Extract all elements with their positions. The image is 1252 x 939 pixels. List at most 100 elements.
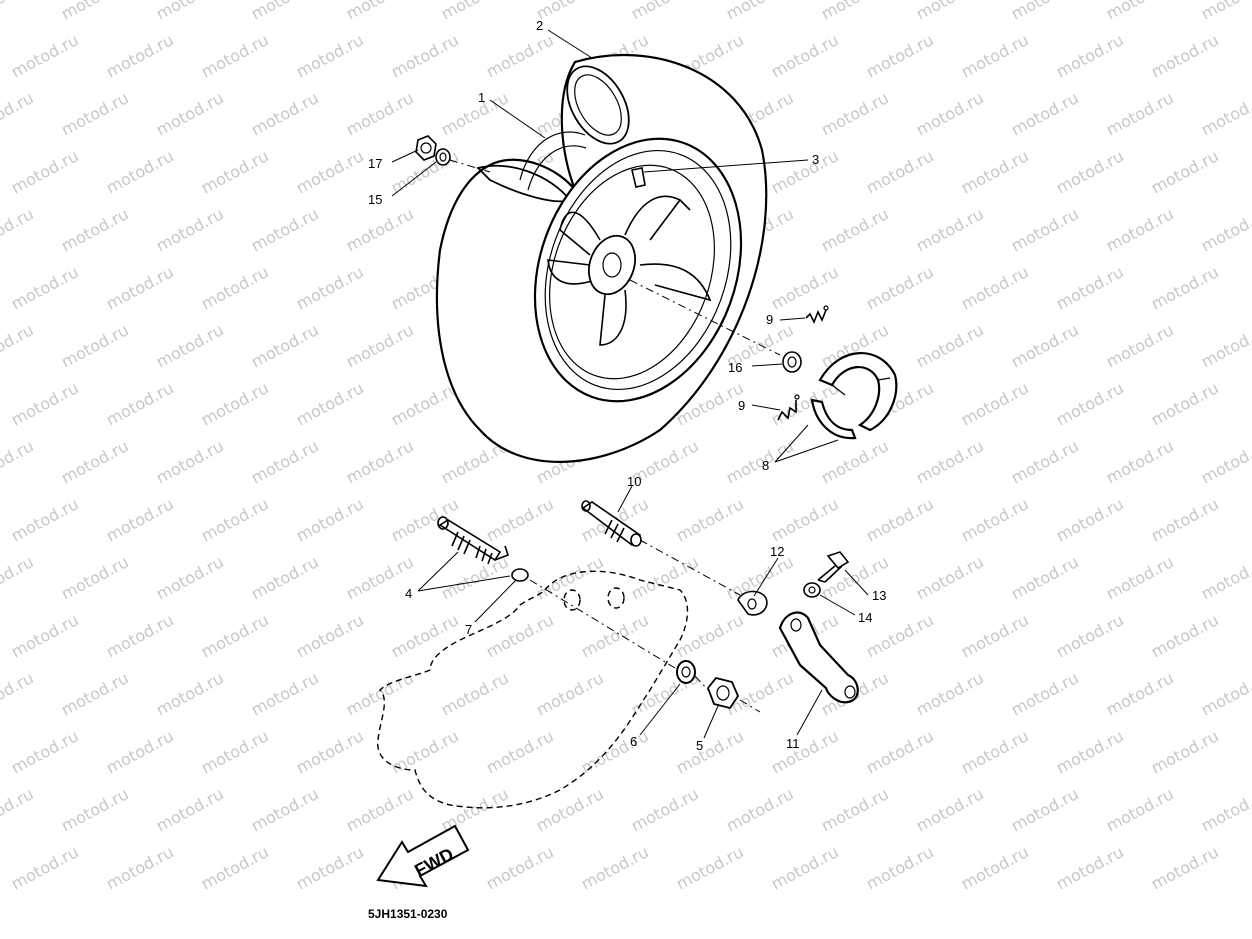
watermark-text: motod.ru xyxy=(483,726,557,777)
watermark-text: motod.ru xyxy=(913,552,987,603)
watermark-text: motod.ru xyxy=(293,378,367,429)
watermark-text: motod.ru xyxy=(1198,0,1252,24)
watermark-text: motod.ru xyxy=(58,784,132,835)
o-ring-7 xyxy=(511,568,529,582)
watermark-text: motod.ru xyxy=(1053,262,1127,313)
wheel-spokes xyxy=(547,195,712,346)
watermark-text: motod.ru xyxy=(1053,842,1127,893)
watermark-text: motod.ru xyxy=(248,320,322,371)
watermark-text: motod.ru xyxy=(0,204,37,255)
watermark-text: motod.ru xyxy=(153,552,227,603)
watermark-text: motod.ru xyxy=(958,842,1032,893)
watermark-text: motod.ru xyxy=(58,0,132,24)
watermark-text: motod.ru xyxy=(483,610,557,661)
watermark-text: motod.ru xyxy=(1148,842,1222,893)
wheel-assembly xyxy=(435,53,768,463)
watermark-text: motod.ru xyxy=(1053,378,1127,429)
callout-4: 4 xyxy=(405,586,412,601)
watermark-text: motod.ru xyxy=(438,668,512,719)
watermark-text: motod.ru xyxy=(198,726,272,777)
watermark-text: motod.ru xyxy=(1148,494,1222,545)
callout-8: 8 xyxy=(762,458,769,473)
watermark-text: motod.ru xyxy=(1198,784,1252,835)
watermark-text: motod.ru xyxy=(1148,378,1222,429)
watermark-text: motod.ru xyxy=(863,30,937,81)
watermark-text: motod.ru xyxy=(293,842,367,893)
watermark-text: motod.ru xyxy=(863,610,937,661)
watermark-text: motod.ru xyxy=(483,30,557,81)
watermark-text: motod.ru xyxy=(198,610,272,661)
watermark-text: motod.ru xyxy=(1008,88,1082,139)
watermark-text: motod.ru xyxy=(198,842,272,893)
watermark-text: motod.ru xyxy=(198,262,272,313)
watermark-text: motod.ru xyxy=(768,30,842,81)
callout-1: 1 xyxy=(478,90,485,105)
watermark-text: motod.ru xyxy=(1053,30,1127,81)
watermark-text: motod.ru xyxy=(1053,494,1127,545)
watermark-text: motod.ru xyxy=(103,726,177,777)
watermark-text: motod.ru xyxy=(818,436,892,487)
watermark-text: motod.ru xyxy=(818,204,892,255)
watermark-text: motod.ru xyxy=(628,552,702,603)
drawing-code: 5JH1351-0230 xyxy=(368,907,448,921)
callout-6: 6 xyxy=(630,734,637,749)
watermark-text: motod.ru xyxy=(438,88,512,139)
watermark-text: motod.ru xyxy=(1103,668,1177,719)
watermark-text: motod.ru xyxy=(388,610,462,661)
watermark-text: motod.ru xyxy=(8,494,82,545)
watermark-text: motod.ru xyxy=(103,262,177,313)
watermark-text: motod.ru xyxy=(1008,436,1082,487)
callout-5: 5 xyxy=(696,738,703,753)
watermark-text: motod.ru xyxy=(0,784,37,835)
watermark-text: motod.ru xyxy=(1198,320,1252,371)
watermark-text: motod.ru xyxy=(293,726,367,777)
callout-14: 14 xyxy=(858,610,872,625)
watermark-text: motod.ru xyxy=(343,204,417,255)
callout-9-lower: 9 xyxy=(738,398,745,413)
wheel-rim xyxy=(533,137,743,403)
callout-17: 17 xyxy=(368,156,382,171)
callout-16: 16 xyxy=(728,360,742,375)
watermark-text: motod.ru xyxy=(1103,552,1177,603)
watermark-text: motod.ru xyxy=(768,262,842,313)
watermark-text: motod.ru xyxy=(153,204,227,255)
watermark-text: motod.ru xyxy=(8,610,82,661)
callout-9-upper: 9 xyxy=(766,312,773,327)
watermark-text: motod.ru xyxy=(293,262,367,313)
watermark-text: motod.ru xyxy=(913,0,987,24)
watermark-text: motod.ru xyxy=(58,204,132,255)
watermark-text: motod.ru xyxy=(153,436,227,487)
watermark-text: motod.ru xyxy=(818,88,892,139)
callout-10: 10 xyxy=(627,474,641,489)
watermark-text: motod.ru xyxy=(958,30,1032,81)
watermark-text: motod.ru xyxy=(58,320,132,371)
watermark-text: motod.ru xyxy=(0,668,37,719)
watermark-text: motod.ru xyxy=(863,842,937,893)
watermark-text: motod.ru xyxy=(863,262,937,313)
watermark-text: motod.ru xyxy=(913,204,987,255)
watermark-text: motod.ru xyxy=(958,262,1032,313)
nut-17 xyxy=(415,135,437,161)
watermark-text: motod.ru xyxy=(0,552,37,603)
watermark-text: motod.ru xyxy=(388,30,462,81)
watermark-text: motod.ru xyxy=(1008,204,1082,255)
watermark-text: motod.ru xyxy=(958,146,1032,197)
watermark-text: motod.ru xyxy=(248,784,322,835)
watermark-text: motod.ru xyxy=(1103,88,1177,139)
callout-13: 13 xyxy=(872,588,886,603)
watermark-text: motod.ru xyxy=(483,494,557,545)
fwd-arrow: FWD xyxy=(376,824,470,888)
watermark-text: motod.ru xyxy=(673,726,747,777)
watermark-text: motod.ru xyxy=(673,494,747,545)
watermark-text: motod.ru xyxy=(1198,204,1252,255)
watermark-text: motod.ru xyxy=(1103,320,1177,371)
watermark-text: motod.ru xyxy=(8,30,82,81)
bolt-13 xyxy=(817,551,850,583)
watermark-text: motod.ru xyxy=(533,552,607,603)
watermark-text: motod.ru xyxy=(628,0,702,24)
watermark-text: motod.ru xyxy=(343,320,417,371)
watermark-text: motod.ru xyxy=(153,784,227,835)
watermark-text: motod.ru xyxy=(628,784,702,835)
callout-2: 2 xyxy=(536,18,543,33)
watermark-text: motod.ru xyxy=(248,88,322,139)
